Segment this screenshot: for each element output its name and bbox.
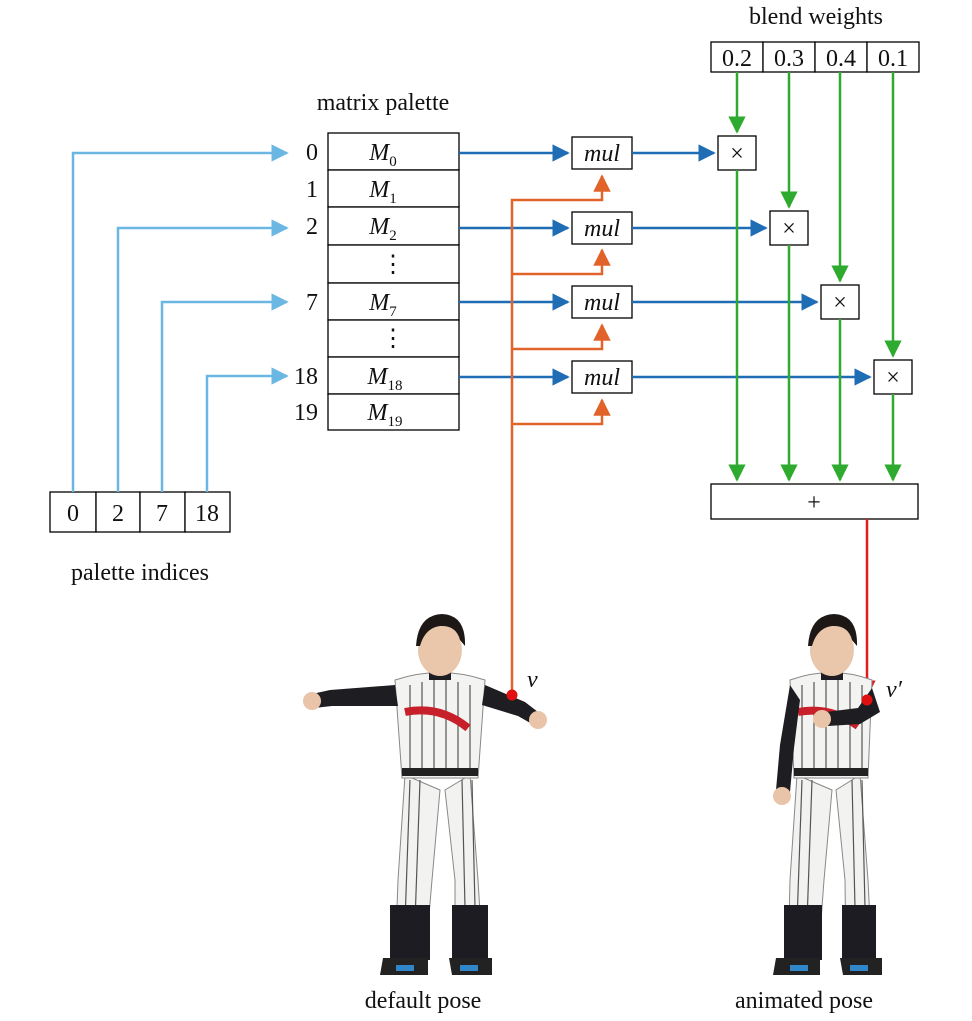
palette-index-cell: 2 [112, 501, 124, 527]
palette-row-index: 18 [294, 364, 318, 390]
matrix-arrows [459, 144, 570, 386]
vertex-label-v-prime: v′ [886, 677, 903, 703]
sum-box [710, 483, 919, 520]
blend-weights-title: blend weights [749, 4, 883, 30]
times-label: × [782, 216, 796, 242]
palette-index-cell: 7 [156, 501, 168, 527]
palette-index-cell: 0 [67, 501, 79, 527]
mul-label: mul [584, 365, 620, 391]
times-label: × [730, 141, 744, 167]
palette-ellipsis: ⋮ [381, 252, 405, 278]
palette-matrix: M19 [367, 400, 403, 430]
palette-matrix: M0 [368, 140, 397, 170]
blend-weights-row: 0.2 0.3 0.4 0.1 [710, 41, 920, 73]
mul-label: mul [584, 141, 620, 167]
blend-weight-cell: 0.4 [826, 46, 856, 72]
vertex-point-v-prime [861, 694, 873, 706]
blend-weight-cell: 0.1 [878, 46, 908, 72]
mul-label: mul [584, 216, 620, 242]
mul-label: mul [584, 290, 620, 316]
palette-indices-title: palette indices [71, 560, 209, 586]
palette-row-index: 7 [306, 290, 318, 316]
mul-output-arrows [632, 144, 872, 386]
palette-ellipsis: ⋮ [381, 326, 405, 352]
default-pose-label: default pose [365, 988, 482, 1014]
weight-arrows [728, 72, 902, 482]
times-label: × [833, 290, 847, 316]
default-pose-figure [303, 614, 547, 975]
palette-row-index: 2 [306, 214, 318, 240]
mul-boxes: mul mul mul mul [571, 136, 633, 394]
palette-matrix: M1 [368, 177, 397, 207]
palette-row-index: 0 [306, 140, 318, 166]
index-arrows [71, 144, 289, 492]
vertex-point-v [506, 689, 518, 701]
multiply-boxes: × × × × [717, 135, 913, 395]
vertex-label-v: v [527, 667, 538, 693]
palette-row-index: 1 [306, 177, 318, 203]
blend-weight-cell: 0.2 [722, 46, 752, 72]
animated-pose-figure [773, 614, 882, 975]
palette-matrix: M7 [368, 290, 397, 320]
blend-weight-cell: 0.3 [774, 46, 804, 72]
plus-label: + [807, 490, 821, 516]
matrix-palette-table: 0 1 2 7 18 19 M0 M1 M2 ⋮ M7 ⋮ M18 M19 [294, 132, 460, 431]
animated-pose-label: animated pose [735, 988, 873, 1014]
palette-indices-row: 0 2 7 18 [49, 491, 231, 533]
matrix-palette-title: matrix palette [317, 90, 450, 116]
palette-row-index: 19 [294, 400, 318, 426]
palette-matrix: M2 [368, 214, 397, 244]
palette-matrix: M18 [367, 364, 403, 394]
palette-index-cell: 18 [195, 501, 219, 527]
times-label: × [886, 365, 900, 391]
vertex-arrows [510, 174, 611, 692]
